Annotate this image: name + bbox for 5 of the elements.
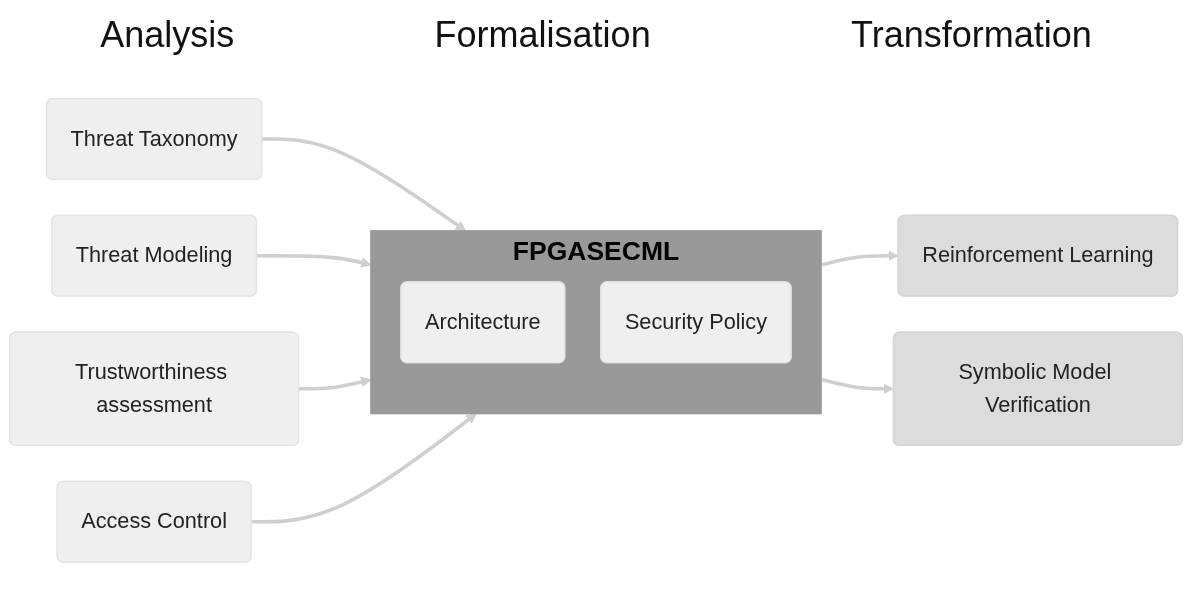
arrow (251, 412, 477, 524)
column-heading: Analysis (100, 14, 235, 56)
arrow (261, 136, 467, 231)
column-heading: Transformation (851, 14, 1092, 56)
column-heading: Formalisation (434, 14, 651, 56)
